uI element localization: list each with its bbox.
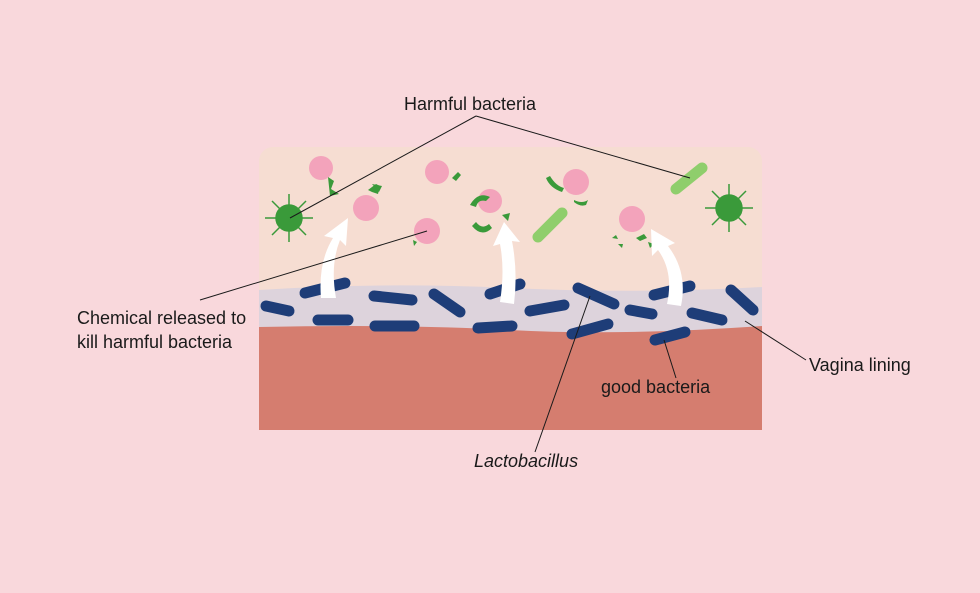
label-lactobacillus: Lactobacillus [474,451,579,471]
good-bacterium [572,282,620,310]
leader-vagina-lining [744,320,807,361]
good-bacterium [368,290,418,306]
good-bacterium [428,288,466,318]
leader-good-bacteria [663,339,677,379]
chemical-sphere [425,160,449,184]
chemical-sphere [309,156,333,180]
rod-bacterium [532,207,568,243]
leader-chemical [199,230,428,301]
chemical-sphere [353,195,379,221]
good-bacterium [624,304,658,320]
good-bacterium [566,318,614,340]
leader-lines [199,115,807,453]
leader-lactobacillus [534,295,591,453]
leader-harmful-virus [289,115,477,219]
rod-bacteria [532,162,708,243]
chemical-sphere [619,206,645,232]
leader-harmful-rod [475,115,691,179]
good-bacterium [686,307,728,326]
label-chemical-line2: kill harmful bacteria [77,332,233,352]
label-good-bacteria: good bacteria [601,377,711,397]
good-bacterium [649,326,691,346]
good-bacterium [472,320,518,334]
chemical-sphere [563,169,589,195]
label-harmful-bacteria: Harmful bacteria [404,94,537,114]
good-bacterium [260,300,295,317]
chemical-sphere [478,189,502,213]
good-bacterium [725,284,759,316]
virus-left [265,194,313,242]
good-bacterium [524,299,570,317]
label-vagina-lining: Vagina lining [809,355,911,375]
label-chemical-line1: Chemical released to [77,308,247,328]
virus-right [705,184,753,232]
tissue-layer [259,322,762,430]
chemical-arrows [320,218,683,306]
chemical-spheres [309,156,645,244]
rod-bacterium [670,162,708,195]
bacteria-fragments [328,172,654,248]
